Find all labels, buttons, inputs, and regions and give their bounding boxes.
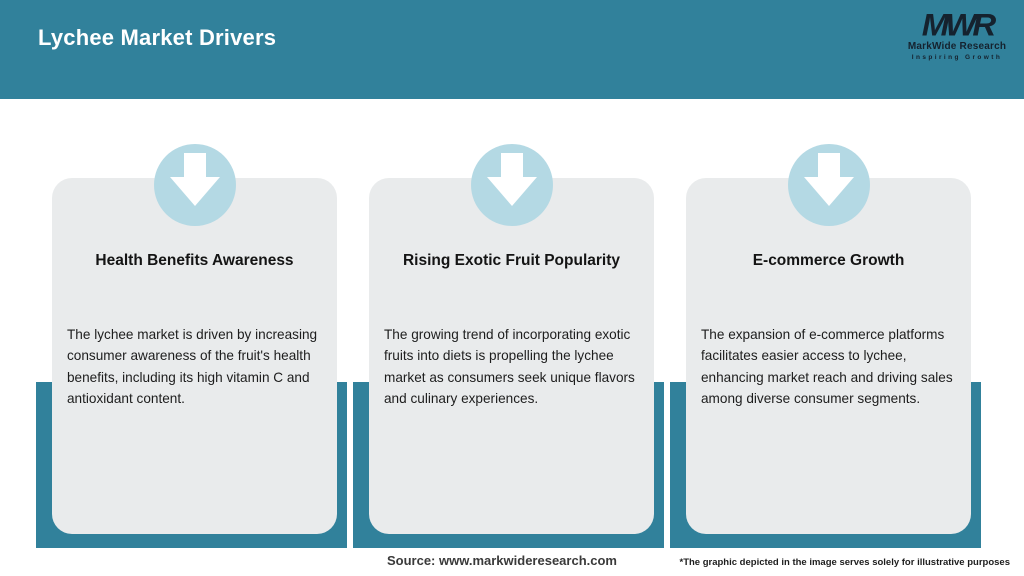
down-arrow-icon <box>787 144 870 226</box>
card-description: The lychee market is driven by increasin… <box>67 327 318 407</box>
markwide-research-logo: MWR MarkWide Research Inspiring Growth <box>902 8 1012 62</box>
logo-tagline: Inspiring Growth <box>911 54 1003 61</box>
down-arrow-icon <box>153 144 236 226</box>
logo-monogram: MWR <box>921 6 996 43</box>
card-title: Rising Exotic Fruit Popularity <box>402 252 621 269</box>
card-panel: E-commerce Growth The expansion of e-com… <box>686 144 971 534</box>
card-panel: Rising Exotic Fruit Popularity The growi… <box>369 144 654 534</box>
logo-name: MarkWide Research <box>907 41 1007 52</box>
down-arrow-icon <box>470 144 553 226</box>
driver-card-ecommerce-growth: E-commerce Growth The expansion of e-com… <box>670 144 981 548</box>
header-bar: Lychee Market Drivers MWR MarkWide Resea… <box>0 0 1024 99</box>
disclaimer-text: *The graphic depicted in the image serve… <box>679 557 1011 568</box>
card-title: Health Benefits Awareness <box>95 252 294 269</box>
driver-card-health-benefits: Health Benefits Awareness The lychee mar… <box>36 144 347 548</box>
source-text: Source: www.markwideresearch.com <box>386 553 617 568</box>
driver-card-exotic-fruit-popularity: Rising Exotic Fruit Popularity The growi… <box>353 144 664 548</box>
card-description: The growing trend of incorporating exoti… <box>384 327 635 407</box>
card-description: The expansion of e-commerce platforms fa… <box>701 327 953 407</box>
page-title: Lychee Market Drivers <box>38 25 277 50</box>
card-title: E-commerce Growth <box>752 252 905 269</box>
card-panel: Health Benefits Awareness The lychee mar… <box>52 144 337 534</box>
